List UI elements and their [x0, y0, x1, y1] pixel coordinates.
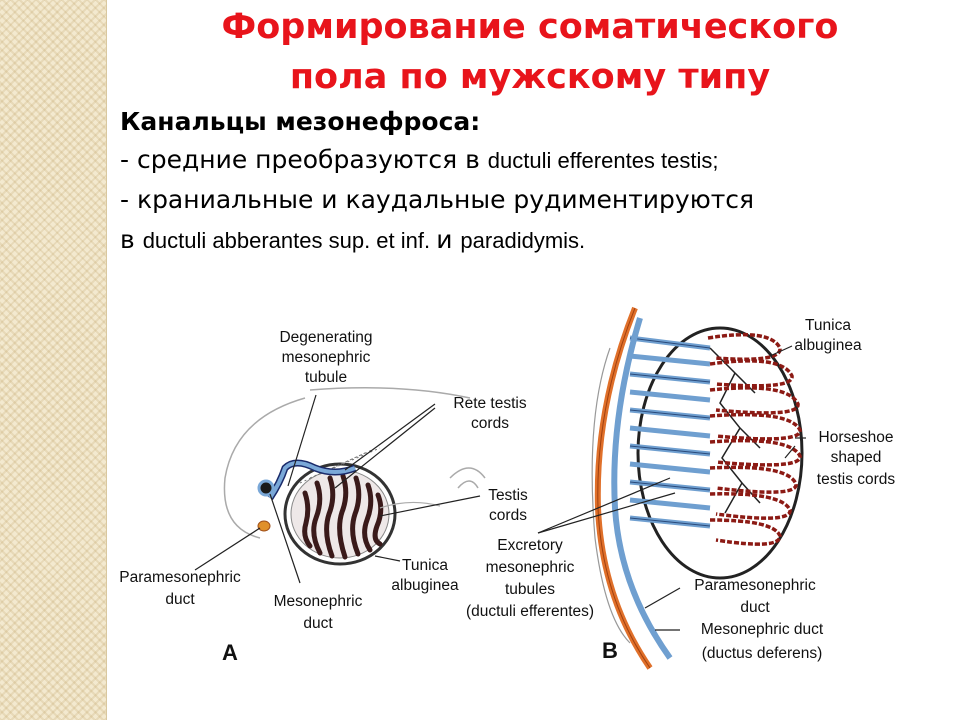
label-paramesonephric-a-2: duct: [165, 591, 195, 608]
label-mesonephric-b-1: Mesonephric duct: [701, 621, 824, 638]
label-horseshoe-3: testis cords: [817, 471, 896, 488]
label-excretory-1: Excretory: [497, 537, 563, 554]
panel-b-rete-network: [709, 347, 761, 514]
bullet-2-text: - краниальные и каудальные рудиментируют…: [120, 185, 755, 214]
panel-a-testis-cords: [302, 473, 384, 560]
label-testis-cords-1: Testis: [488, 487, 528, 504]
panel-a-mesentery-outline: [309, 387, 471, 399]
panel-a-degenerating-tubule-fill: [268, 461, 356, 500]
title-line-2: пола по мужскому типу: [289, 57, 771, 97]
label-testis-cords-2: cords: [489, 507, 527, 524]
panel-a-paramesonephric-duct: [257, 520, 271, 532]
bullet-1-latin: ductuli efferentes testis;: [487, 148, 719, 173]
panel-a-coelom-outline: [449, 467, 486, 489]
label-degenerating-3: tubule: [305, 369, 347, 386]
panel-a-labels: Degenerating mesonephric tubule Rete tes…: [119, 329, 528, 665]
panel-b-labels: Tunica albuginea Horseshoe shaped testis…: [466, 317, 895, 663]
label-excretory-3: tubules: [505, 581, 555, 598]
label-mesonephric-a-1: Mesonephric: [274, 593, 363, 610]
bullet-line-1: - средние преобразуются в ductuli effere…: [120, 140, 940, 180]
panel-b-letter: B: [602, 638, 618, 663]
panel-b-excretory-tubule-edges: [629, 337, 711, 527]
label-paramesonephric-a-1: Paramesonephric: [119, 569, 241, 586]
bullet-line-2: - краниальные и каудальные рудиментируют…: [120, 180, 940, 220]
subheading-colon: :: [470, 107, 481, 136]
label-paramesonephric-b-1: Paramesonephric: [694, 577, 816, 594]
panel-b-label-leaders: [537, 345, 806, 631]
slide-title: Формирование соматического пола по мужск…: [120, 2, 940, 102]
subheading: Канальцы мезонефроса:: [120, 104, 940, 140]
panel-b-testis-body: [636, 326, 804, 580]
panel-b-mesonephric-duct: [611, 317, 673, 660]
label-mesonephric-a-2: duct: [303, 615, 333, 632]
panel-a-illustration: [223, 387, 486, 566]
title-line-1: Формирование соматического: [221, 7, 839, 47]
bullet-3-latin-1: ductuli abberantes sup. et inf.: [142, 228, 437, 253]
bullet-3-prefix: в: [120, 225, 143, 254]
label-tunica-b-2: albuginea: [794, 337, 862, 354]
panel-b-horseshoe-cords: [707, 332, 802, 546]
panel-a-mesonephric-duct: [257, 479, 275, 497]
label-horseshoe-2: shaped: [831, 449, 882, 466]
label-rete-testis-1: Rete testis: [453, 395, 526, 412]
body-text: Канальцы мезонефроса: - средние преобраз…: [120, 104, 940, 260]
label-degenerating-2: mesonephric: [282, 349, 371, 366]
label-mesonephric-b-2: (ductus deferens): [702, 645, 823, 662]
bullet-line-3: в ductuli abberantes sup. et inf. и para…: [120, 220, 940, 260]
label-excretory-2: mesonephric: [486, 559, 575, 576]
label-horseshoe-1: Horseshoe: [819, 429, 894, 446]
panel-b-mesorchium-outline: [591, 347, 631, 644]
bullet-3-conjunction: и: [436, 225, 461, 254]
label-tunica-a-1: Tunica: [402, 557, 448, 574]
label-degenerating-1: Degenerating: [279, 329, 372, 346]
subheading-text: Канальцы мезонефроса: [120, 107, 471, 136]
panel-a-label-leaders: [194, 394, 481, 584]
bullet-3-latin-2: paradidymis.: [460, 228, 586, 253]
bullet-1-text: - средние преобразуются в: [120, 145, 488, 174]
testis-development-figure: Degenerating mesonephric tubule Rete tes…: [110, 278, 924, 710]
decorative-side-strip: [0, 0, 107, 720]
label-tunica-b-1: Tunica: [805, 317, 851, 334]
panel-a-letter: A: [222, 640, 238, 665]
label-tunica-a-2: albuginea: [391, 577, 459, 594]
label-excretory-4: (ductuli efferentes): [466, 603, 594, 620]
panel-a-body-wall-outline: [223, 397, 306, 539]
label-paramesonephric-b-2: duct: [740, 599, 770, 616]
label-rete-testis-2: cords: [471, 415, 509, 432]
